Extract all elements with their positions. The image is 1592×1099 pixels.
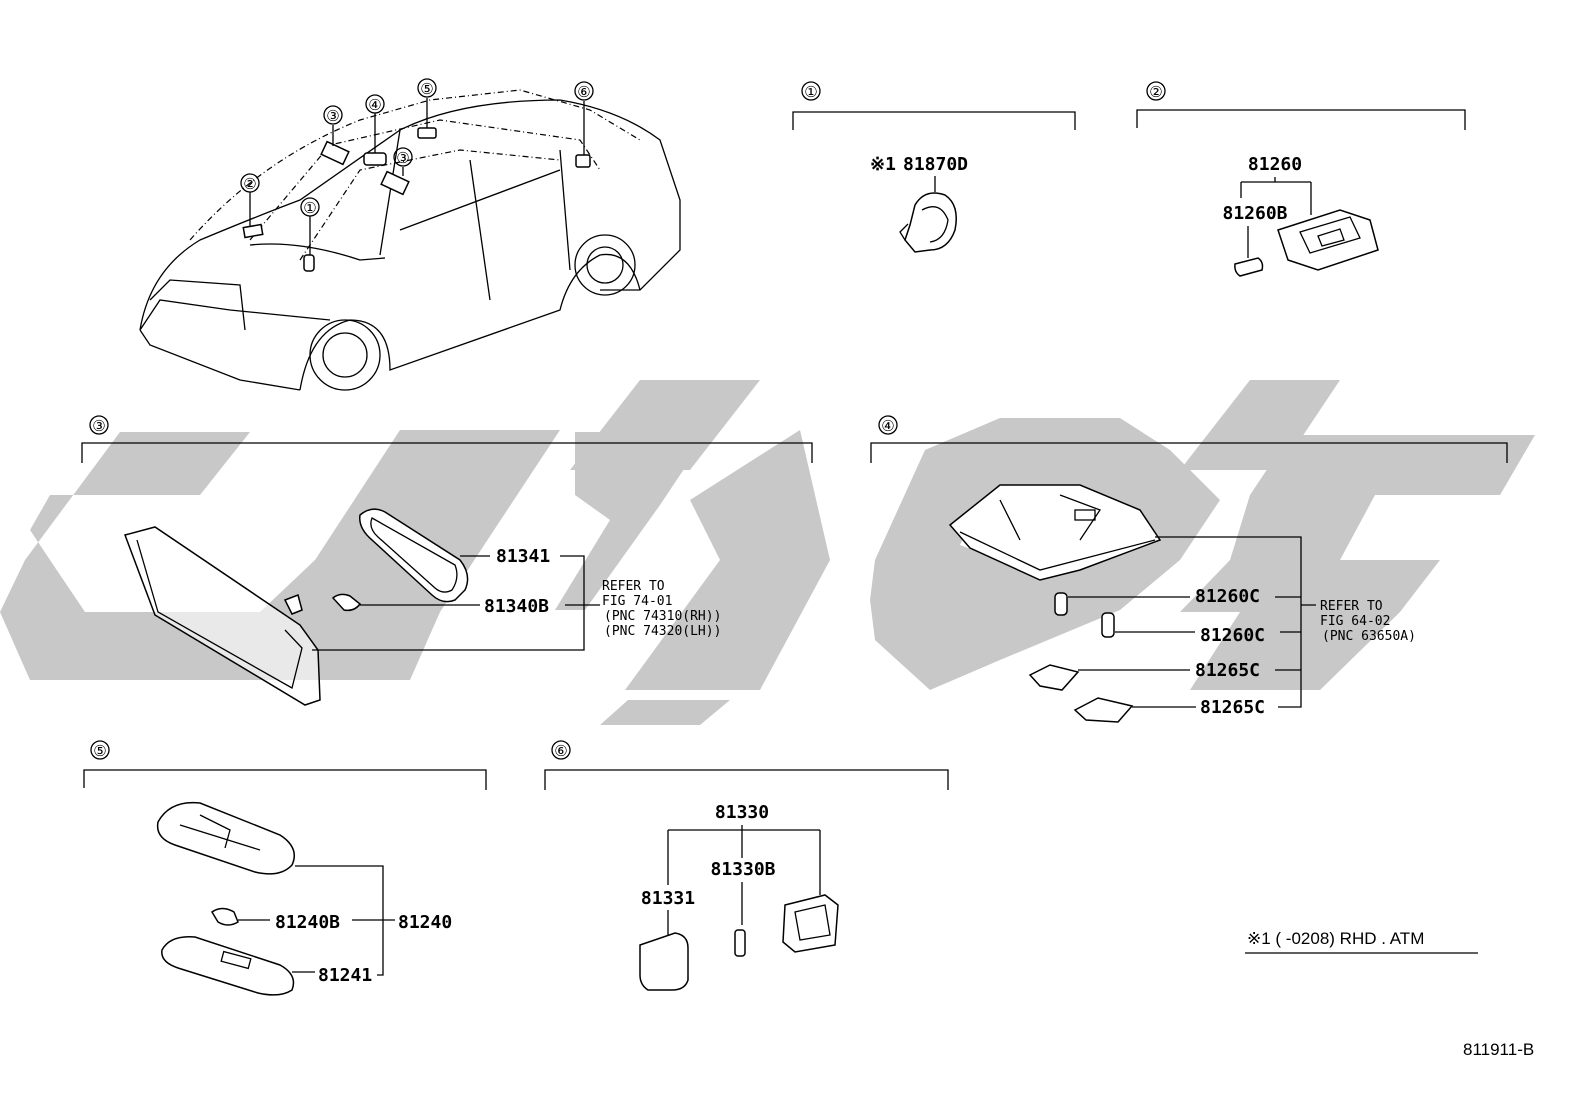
car-marker-2: ② — [240, 173, 260, 193]
lamp-bulb-b-icon — [1101, 612, 1115, 638]
part-label-81241: 81241 — [318, 965, 372, 986]
car-marker-5: ⑤ — [417, 78, 437, 98]
car-marker-3b: ③ — [393, 147, 413, 167]
section-5-bracket — [83, 769, 487, 790]
section-3-bracket — [81, 442, 813, 463]
car-overview: ② ① ③ ④ ③ ⑤ ⑥ — [139, 78, 681, 391]
bulb-icon — [1234, 257, 1264, 277]
refer-text-3-line4: (PNC 74320(LH)) — [604, 624, 721, 639]
svg-text:②: ② — [243, 175, 256, 193]
part-label-81265c-2: 81265C — [1200, 697, 1265, 718]
svg-text:④: ④ — [368, 96, 381, 114]
vanity-frame-icon — [359, 508, 469, 603]
footnote-text: ※1 ( -0208) RHD . ATM — [1247, 929, 1424, 948]
section-3-marker: ③ — [89, 415, 109, 435]
svg-text:⑤: ⑤ — [93, 742, 106, 760]
diagram-code: 811911-B — [1463, 1040, 1534, 1059]
part-label-81260: 81260 — [1248, 154, 1302, 175]
part-label-81340b: 81340B — [484, 596, 549, 617]
section-3: ③ 81341 81340B REFER TO FIG 74-01 (PNC 7… — [81, 415, 813, 706]
trunk-lamp-icon — [782, 894, 839, 953]
part-label-81870d-prefix: ※1 — [870, 154, 896, 175]
refer-text-4-line3: (PNC 63650A) — [1322, 629, 1416, 644]
vanity-bulb-icon — [331, 593, 362, 612]
trunk-bulb-icon — [734, 929, 746, 957]
room-lamp-icon — [156, 801, 295, 875]
watermark-logo — [0, 380, 1535, 725]
svg-text:③: ③ — [396, 149, 409, 167]
part-label-81330: 81330 — [715, 802, 769, 823]
svg-text:③: ③ — [326, 107, 339, 125]
section-6-marker: ⑥ — [551, 740, 571, 760]
part-label-81870d: 81870D — [903, 154, 968, 175]
part-label-81330b: 81330B — [710, 859, 775, 880]
part-label-81331: 81331 — [641, 888, 695, 909]
part-label-81240b: 81240B — [275, 912, 340, 933]
part-label-81341: 81341 — [496, 546, 550, 567]
lens-a-icon — [1028, 664, 1080, 691]
section-5-marker: ⑤ — [90, 740, 110, 760]
section-1-bracket — [792, 111, 1076, 130]
section-1: ① ※1 81870D — [792, 81, 1076, 253]
part-label-81260c-2: 81260C — [1200, 625, 1265, 646]
part-label-81260c-1: 81260C — [1195, 586, 1260, 607]
refer-text-3-line3: (PNC 74310(RH)) — [604, 609, 721, 624]
refer-text-4-line1: REFER TO — [1320, 599, 1383, 614]
courtesy-lamp-icon — [1277, 209, 1379, 271]
section-2-marker: ② — [1146, 81, 1166, 101]
room-bulb-icon — [210, 907, 239, 926]
sun-visor-icon — [124, 526, 321, 706]
svg-text:②: ② — [1149, 83, 1162, 101]
part-label-81260b: 81260B — [1222, 203, 1287, 224]
part-label-81265c-1: 81265C — [1195, 660, 1260, 681]
room-cover-icon — [161, 936, 295, 996]
refer-text-4-line2: FIG 64-02 — [1320, 614, 1390, 629]
car-marker-4: ④ — [365, 94, 385, 114]
section-4: ④ 81260C 81260C 81265C 81265C REFER TO F… — [870, 415, 1508, 723]
section-4-marker: ④ — [878, 415, 898, 435]
section-6-bracket — [544, 769, 949, 790]
car-marker-3a: ③ — [323, 105, 343, 125]
bracket-part-icon — [899, 192, 957, 253]
refer-text-3-line2: FIG 74-01 — [602, 594, 672, 609]
section-6: ⑥ 81330 81330B 81331 — [544, 740, 949, 991]
lamp-bulb-a-icon — [1054, 592, 1068, 616]
section-5: ⑤ 81240B 81240 81241 — [83, 740, 487, 996]
section-2: ② 81260 81260B — [1136, 81, 1466, 277]
svg-text:③: ③ — [92, 417, 105, 435]
map-lamp-icon — [948, 484, 1162, 581]
trunk-lens-icon — [639, 932, 689, 991]
section-1-marker: ① — [801, 81, 821, 101]
car-marker-6: ⑥ — [574, 81, 594, 101]
refer-text-3-line1: REFER TO — [602, 579, 665, 594]
car-marker-1: ① — [300, 197, 320, 217]
svg-text:①: ① — [804, 83, 817, 101]
section-2-bracket — [1136, 109, 1466, 130]
section-4-bracket — [870, 442, 1508, 463]
lens-b-icon — [1073, 697, 1134, 723]
part-label-81240: 81240 — [398, 912, 452, 933]
svg-text:⑥: ⑥ — [554, 742, 567, 760]
svg-text:⑥: ⑥ — [577, 83, 590, 101]
svg-text:⑤: ⑤ — [420, 80, 433, 98]
svg-text:①: ① — [303, 199, 316, 217]
svg-text:④: ④ — [881, 417, 894, 435]
